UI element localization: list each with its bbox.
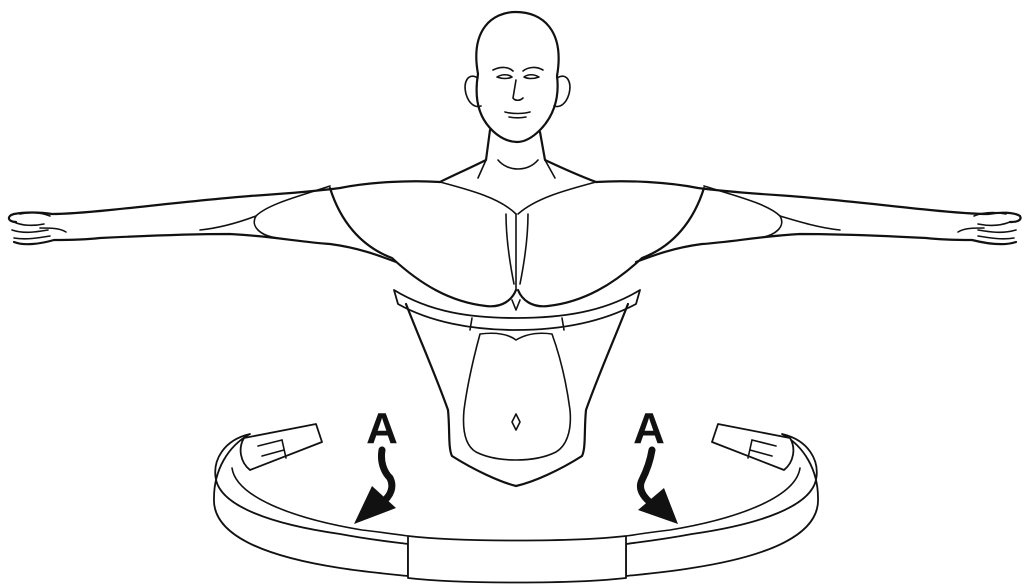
worn-chest-strap — [394, 290, 640, 330]
loose-strap — [214, 424, 818, 583]
abdomen — [406, 304, 628, 486]
transmitter-unit — [408, 536, 626, 583]
right-arrow — [638, 450, 678, 524]
marker-label-left: A — [366, 404, 398, 453]
mouth — [505, 112, 530, 114]
right-strap-connector — [712, 424, 793, 470]
left-eye — [497, 75, 512, 79]
head — [465, 12, 570, 142]
marker-label-right: A — [633, 404, 665, 453]
right-eye — [524, 75, 539, 79]
left-arrow — [354, 450, 396, 524]
navel — [512, 414, 520, 430]
left-strap-connector — [241, 424, 322, 470]
upper-body — [9, 130, 1021, 310]
